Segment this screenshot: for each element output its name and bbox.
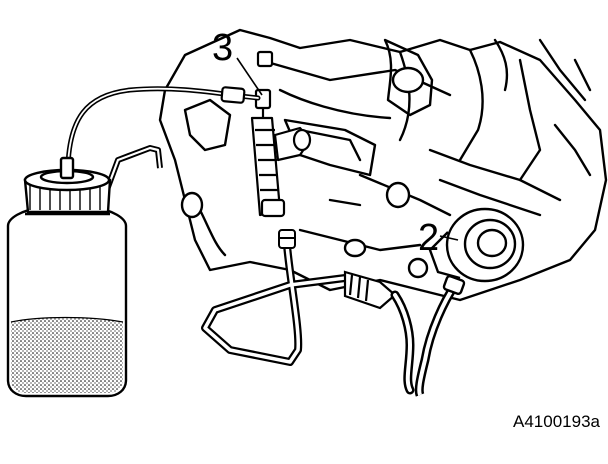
vent-tube	[102, 145, 163, 197]
bleed-nipple	[250, 50, 312, 218]
callout-2: 2	[418, 217, 439, 259]
transmission-housing	[158, 28, 608, 302]
slave-cylinder	[414, 207, 525, 397]
brake-fluid	[11, 317, 123, 393]
bleeder-hose	[65, 86, 261, 168]
callout-2-leader	[439, 235, 459, 241]
hydraulic-pipe	[201, 229, 415, 395]
callout-3: 3	[212, 27, 233, 69]
callout-3-leader	[236, 57, 263, 96]
bleeder-bottle	[6, 156, 128, 398]
figure-reference-code: A4100193a	[513, 412, 601, 431]
